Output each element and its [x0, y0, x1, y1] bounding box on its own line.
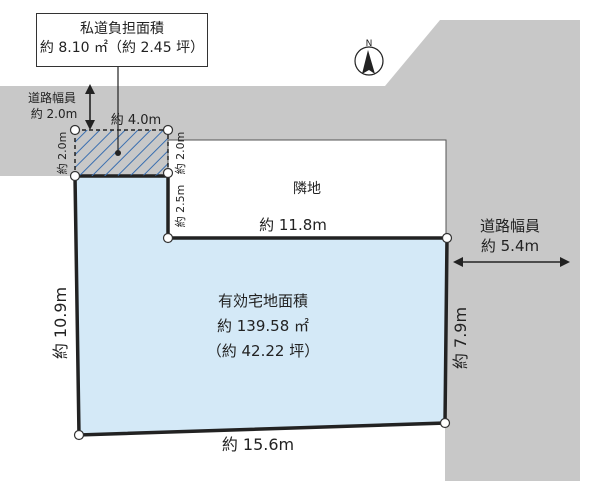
private-road-strip: [74, 129, 169, 177]
step-horizontal-dimension: 約 11.8m: [259, 216, 327, 234]
callout-leader-dot: [115, 150, 121, 156]
svg-text:N: N: [366, 39, 373, 49]
private-road-callout: 私道負担面積 約 8.10 ㎡（約 2.45 坪）: [36, 13, 208, 67]
arrowhead-up: [85, 84, 95, 94]
right-side-dimension: 約 7.9m: [451, 307, 470, 369]
neighbor-label: 隣地: [293, 181, 321, 197]
private-road-title: 私道負担面積: [80, 21, 164, 37]
road-width-right-line2: 約 5.4m: [481, 237, 539, 255]
arrowhead-left: [453, 257, 463, 267]
arrowhead-down: [85, 120, 95, 130]
road-width-right-line1: 道路幅員: [480, 217, 540, 235]
road-width-upper-line2: 約 2.0m: [31, 106, 78, 121]
strip-right-dimension: 約 2.0m: [173, 132, 187, 175]
left-side-dimension: 約 10.9m: [51, 287, 70, 359]
neighbor-lot: [167, 139, 447, 239]
strip-top-dimension: 約 4.0m: [111, 113, 161, 128]
effective-land-area-tsubo: （約 42.22 坪）: [207, 342, 319, 360]
strip-left-dimension: 約 2.0m: [55, 132, 69, 175]
road-width-upper-line1: 道路幅員: [28, 90, 76, 105]
effective-land-title: 有効宅地面積: [218, 292, 308, 310]
step-vertical-dimension: 約 2.5m: [173, 185, 187, 228]
arrowhead-right: [560, 257, 570, 267]
corner-markers: [69, 124, 453, 441]
north-arrow-icon: N: [354, 39, 384, 76]
effective-land-area-sqm: 約 139.58 ㎡: [217, 317, 309, 335]
bottom-side-dimension: 約 15.6m: [222, 435, 294, 454]
private-road-area: 約 8.10 ㎡（約 2.45 坪）: [39, 40, 205, 56]
